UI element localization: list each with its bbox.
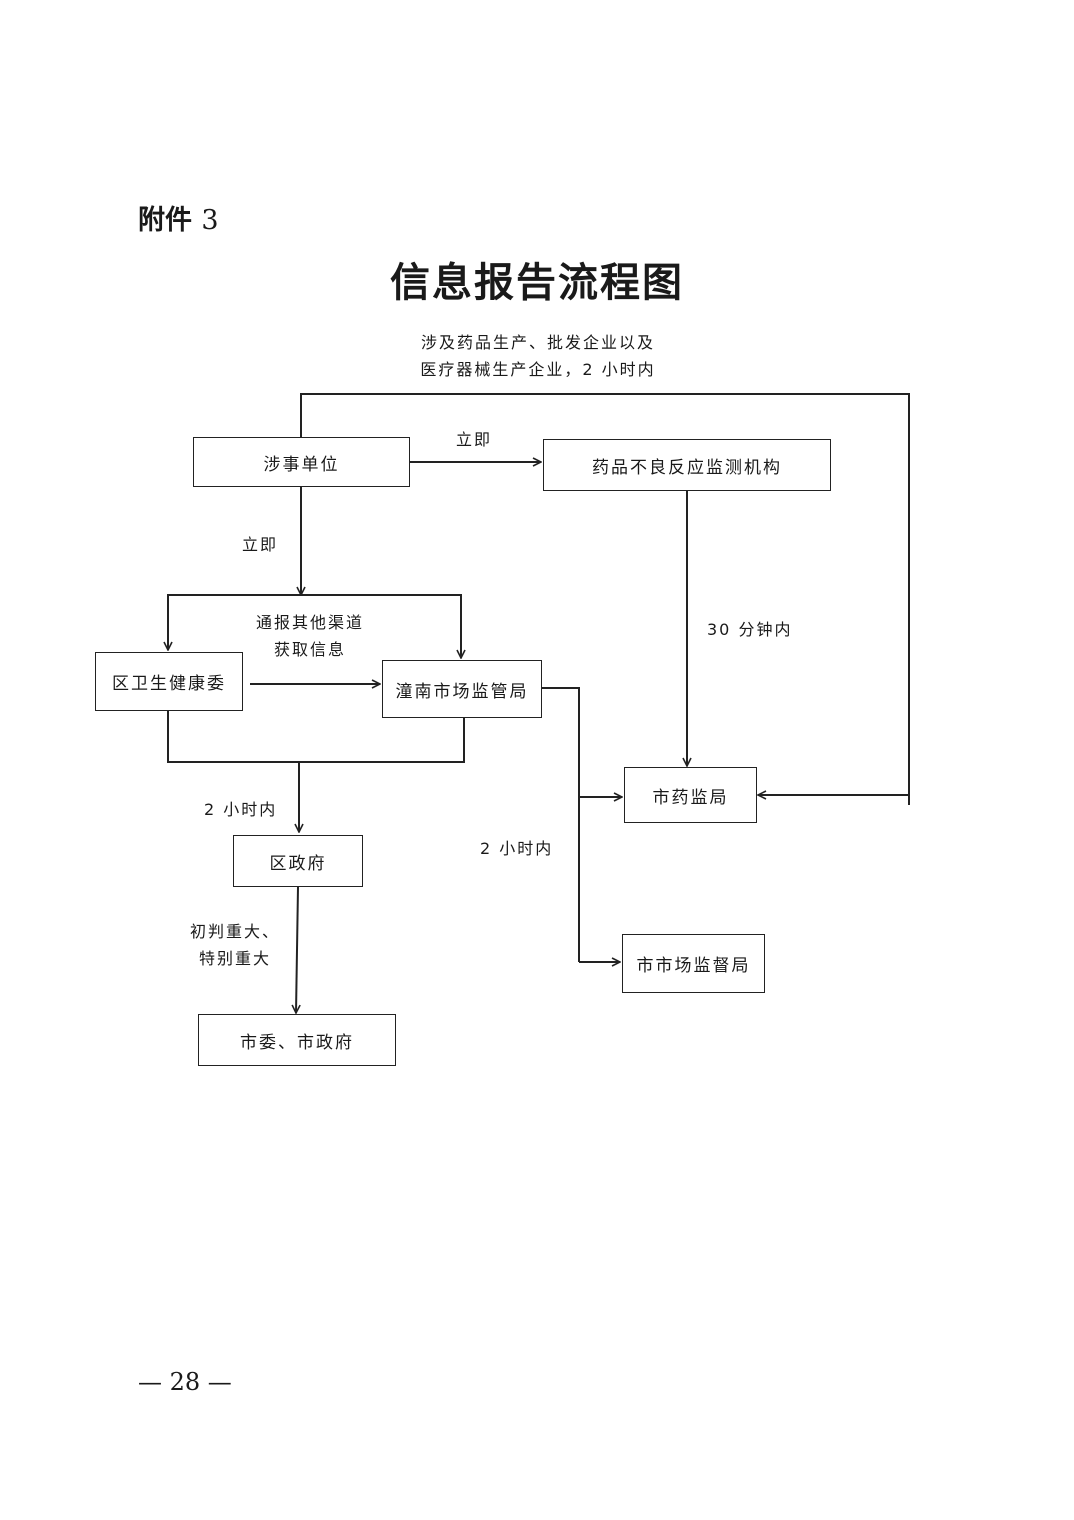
edge-tongnan-branch [542, 687, 580, 962]
edge-district-to-city-committee [296, 886, 298, 1013]
label-other-channels-line1: 通报其他渠道 [255, 613, 364, 632]
label-major-line2: 特别重大 [198, 949, 271, 968]
edge-unit-to-city-drug [300, 393, 910, 805]
page-number: — 28 — [138, 1368, 232, 1396]
label-immediately-right: 立即 [456, 430, 493, 449]
attachment-number: 3 [201, 205, 219, 236]
node-district-gov: 区政府 [233, 835, 363, 887]
node-district-health: 区卫生健康委 [95, 652, 243, 711]
label-major-line1: 初判重大、 [189, 922, 280, 941]
label-immediately-down: 立即 [242, 535, 279, 554]
label-other-channels: 通报其他渠道 获取信息 [240, 609, 380, 663]
node-adr-monitor: 药品不良反应监测机构 [543, 439, 831, 491]
label-major: 初判重大、 特别重大 [180, 918, 290, 972]
node-reporting-unit: 涉事单位 [193, 437, 410, 487]
edge-merge-bottom [167, 711, 465, 763]
attachment-word: 附件 [138, 205, 192, 236]
label-two-hours-left: 2 小时内 [204, 800, 278, 819]
node-tongnan-market: 潼南市场监管局 [382, 660, 542, 718]
label-top-route: 涉及药品生产、批发企业以及 医疗器械生产企业，2 小时内 [398, 329, 678, 383]
node-city-market: 市市场监督局 [622, 934, 765, 993]
label-top-route-line2: 医疗器械生产企业，2 小时内 [420, 360, 656, 379]
label-thirty-minutes: 30 分钟内 [707, 620, 793, 639]
label-other-channels-line2: 获取信息 [273, 640, 346, 659]
attachment-label: 附件 3 [138, 198, 219, 237]
label-top-route-line1: 涉及药品生产、批发企业以及 [420, 333, 655, 352]
node-city-drug: 市药监局 [624, 767, 757, 823]
node-city-committee: 市委、市政府 [198, 1014, 396, 1066]
page-title: 信息报告流程图 [390, 259, 684, 306]
label-two-hours-right: 2 小时内 [480, 839, 554, 858]
